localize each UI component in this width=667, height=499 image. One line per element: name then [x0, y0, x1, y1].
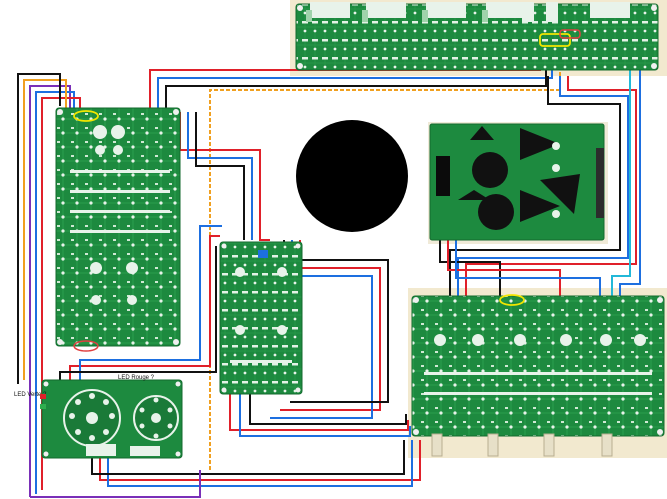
wire-blue-lower: [239, 392, 411, 437]
wire-black-bottom: [91, 440, 405, 475]
led-verte-label: LED Verte ?: [14, 392, 47, 398]
power-supply-board: [429, 123, 605, 241]
bottom-left-selector-board: LED Rouge ? LED Verte ?: [14, 375, 183, 459]
bottom-right-tone-board: [411, 294, 665, 457]
wire-black-lower: [249, 392, 407, 425]
potentiometer-shafts: [431, 433, 613, 457]
left-amp-board: [55, 107, 181, 352]
capacitor-1: [472, 152, 508, 188]
volume-knob: [296, 120, 408, 232]
wire-blue-mid: [187, 112, 253, 240]
wire-purple-bottom: [30, 470, 201, 498]
wire-blue-led: [79, 225, 222, 380]
led-red-marker: [40, 394, 46, 399]
heatsink-right: [520, 128, 580, 222]
wire-blue-bottom: [107, 440, 413, 487]
wire-black-led: [59, 246, 217, 380]
rotary-switch-left: [63, 389, 121, 447]
wire-blue-right: [457, 76, 629, 296]
wire-orange-outer: [23, 79, 67, 380]
middle-control-board: [219, 241, 303, 395]
wire-black-outer: [17, 73, 61, 384]
rotary-switch-right: [133, 395, 179, 441]
wire-red-lower: [229, 392, 409, 431]
wire-black-right: [449, 76, 621, 296]
wire-bundle: [17, 40, 641, 498]
wire-blue-far: [619, 56, 641, 296]
wire-cyan-right: [611, 60, 631, 296]
top-input-board: [295, 2, 659, 71]
capacitor-2: [478, 194, 514, 230]
wire-blue-outer: [35, 91, 75, 494]
wire-black-mid: [195, 112, 245, 240]
led-green-marker: [40, 404, 46, 409]
wire-red-led: [69, 235, 220, 380]
heatsink-left: [458, 126, 494, 200]
led-rouge-label: LED Rouge ?: [118, 375, 155, 381]
wire-red-bottom: [99, 440, 421, 481]
wire-red-mid: [179, 112, 270, 241]
